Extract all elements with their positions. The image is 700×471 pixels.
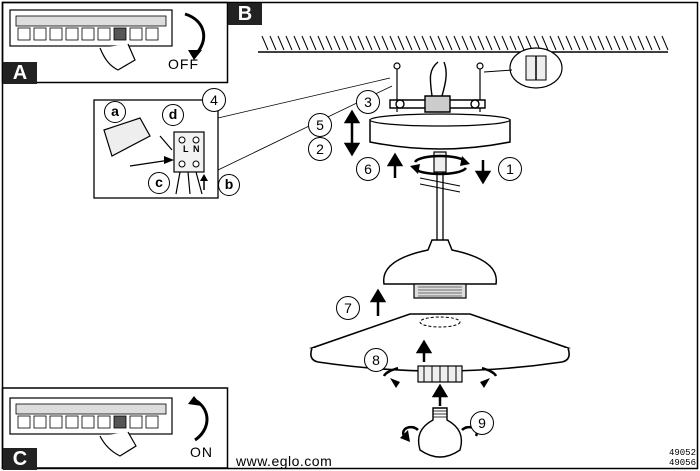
- ceiling-hatch-line: [605, 35, 613, 51]
- outer-shade: [309, 313, 571, 372]
- wiring-letter-b: b: [218, 174, 240, 196]
- panel-c-box: [1, 387, 229, 469]
- ceiling-hatch-line: [493, 35, 501, 51]
- ceiling-hatch-line: [309, 35, 317, 51]
- ceiling-hatch-line: [573, 35, 581, 51]
- ceiling-hatch-line: [453, 35, 461, 51]
- ceiling-hatch-line: [301, 35, 309, 51]
- ceiling-hatch-line: [581, 35, 589, 51]
- ceiling-hatch-line: [397, 35, 405, 51]
- ceiling-hatch-line: [613, 35, 621, 51]
- ceiling-hatch-line: [541, 35, 549, 51]
- ceiling-hatch-line: [421, 35, 429, 51]
- ceiling-hatch-line: [293, 35, 301, 51]
- ceiling-hatch-line: [349, 35, 357, 51]
- ceiling-hatch-line: [525, 35, 533, 51]
- ceiling-hatch-line: [477, 35, 485, 51]
- wall-plug-detail: [483, 47, 563, 89]
- ceiling-hatch-line: [501, 35, 509, 51]
- pendant-rod: [419, 172, 461, 240]
- ceiling-hatch-line: [277, 35, 285, 51]
- ceiling-hatch-line: [333, 35, 341, 51]
- canopy: [369, 113, 511, 150]
- ceiling-hatch-line: [269, 35, 277, 51]
- terminal-mark-l: L: [183, 144, 189, 154]
- switch-on-label: ON: [190, 444, 213, 460]
- ceiling-hatch-line: [557, 35, 565, 51]
- ceiling-hatch-line: [357, 35, 365, 51]
- article-number-2: 49056: [668, 458, 696, 468]
- wiring-letter-a: a: [104, 101, 126, 123]
- panel-a-box: [1, 1, 229, 84]
- ceiling-hatch-line: [549, 35, 557, 51]
- step-5: 5: [308, 113, 332, 137]
- step-6: 6: [356, 157, 380, 181]
- step-1: 1: [498, 157, 522, 181]
- ceiling-hatch-line: [341, 35, 349, 51]
- website-url: www.eglo.com: [236, 453, 333, 469]
- ceiling-hatch-line: [285, 35, 293, 51]
- ceiling-hatch-line: [517, 35, 525, 51]
- cable-grip: [410, 151, 470, 176]
- step-4: 4: [202, 88, 226, 112]
- lamp-socket: [382, 365, 498, 388]
- ceiling-hatch-line: [653, 35, 661, 51]
- ceiling-hatch-line: [389, 35, 397, 51]
- ceiling-hatch-line: [461, 35, 469, 51]
- direction-arrows: [343, 109, 492, 406]
- switch-off-label: OFF: [168, 56, 199, 72]
- ceiling-hatch-line: [509, 35, 517, 51]
- fuse-box-off: [9, 9, 206, 71]
- ceiling-hatch-line: [429, 35, 437, 51]
- ceiling-hatch-line: [317, 35, 325, 51]
- step-8: 8: [364, 348, 388, 372]
- ceiling-hatch-line: [405, 35, 413, 51]
- ceiling-hatch-line: [645, 35, 653, 51]
- fuse-box-on: [9, 396, 209, 457]
- ceiling-hatch-line: [637, 35, 645, 51]
- step-3: 3: [356, 90, 380, 114]
- ceiling-hatch-line: [565, 35, 573, 51]
- terminal-mark-n: N: [193, 144, 200, 154]
- inner-shade: [383, 239, 497, 299]
- ceiling-hatch-line: [589, 35, 597, 51]
- ceiling-hatch-line: [469, 35, 477, 51]
- ceiling-hatch-line: [261, 35, 269, 51]
- ceiling-hatch-line: [373, 35, 381, 51]
- step-7: 7: [336, 296, 360, 320]
- ceiling-hatch-line: [365, 35, 373, 51]
- mounting-bracket: [389, 61, 486, 113]
- wiring-letter-d: d: [162, 104, 184, 126]
- ceiling-hatch-line: [437, 35, 445, 51]
- ceiling-hatch-line: [445, 35, 453, 51]
- panel-c-label: C: [3, 448, 37, 470]
- ceiling-hatch-line: [485, 35, 493, 51]
- ceiling-hatch-line: [325, 35, 333, 51]
- step-2: 2: [308, 137, 332, 161]
- ceiling-hatch-line: [661, 35, 669, 51]
- step-9: 9: [470, 411, 494, 435]
- wiring-letter-c: c: [148, 172, 170, 194]
- light-bulb: [400, 407, 479, 458]
- ceiling-hatch-line: [381, 35, 389, 51]
- article-number-1: 49052: [668, 448, 696, 458]
- ceiling: [258, 35, 669, 53]
- ceiling-hatch-line: [621, 35, 629, 51]
- panel-a-label: A: [3, 62, 37, 84]
- ceiling-hatch-line: [413, 35, 421, 51]
- terminal-block-inset: [93, 99, 219, 199]
- ceiling-hatch-line: [629, 35, 637, 51]
- panel-b-label: B: [228, 3, 262, 25]
- ceiling-hatch-line: [597, 35, 605, 51]
